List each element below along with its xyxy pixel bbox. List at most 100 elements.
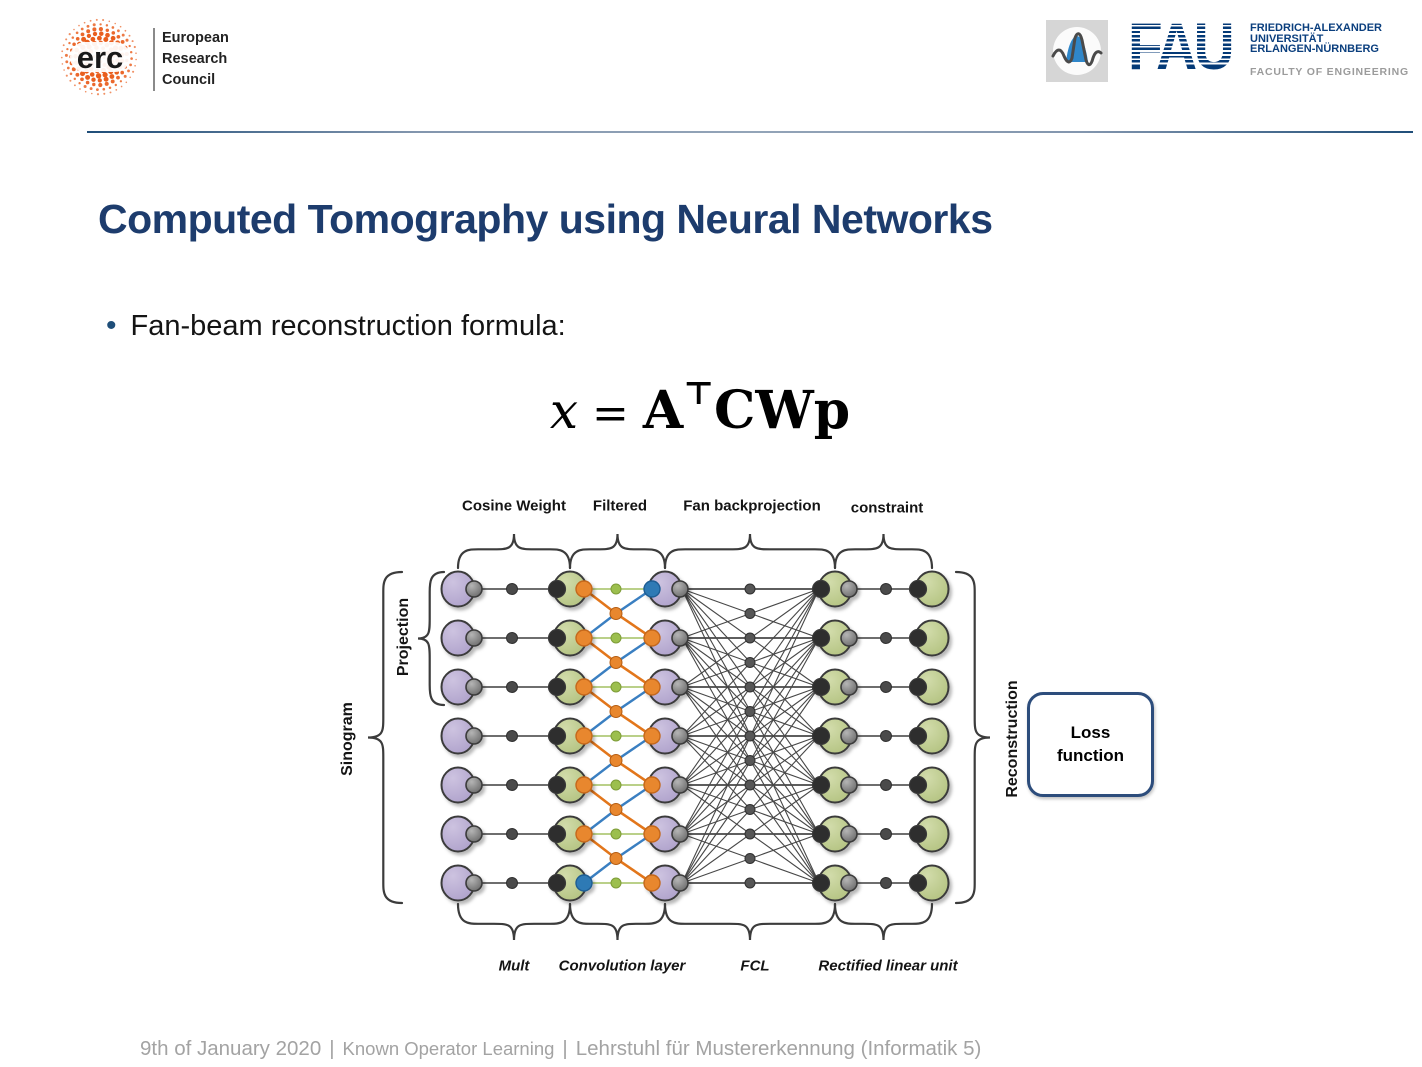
- backprojection-node: [817, 717, 853, 755]
- conv-source-dot: [575, 629, 593, 647]
- conv-source-dot: [575, 727, 593, 745]
- erc-dot: [116, 75, 120, 80]
- erc-dot: [127, 69, 130, 73]
- attach-black: [908, 873, 928, 893]
- conv-link-up: [582, 636, 654, 689]
- conv-source-dot: [575, 678, 593, 696]
- fcl-link: [681, 588, 820, 786]
- backprojection-node: [817, 570, 853, 608]
- erc-dot: [103, 37, 109, 42]
- attach-black: [908, 726, 928, 746]
- erc-dot: [79, 88, 81, 90]
- fcl-link: [681, 784, 820, 835]
- footer-date: 9th of January 2020: [140, 1037, 322, 1060]
- bottom-brace-3: [833, 902, 934, 941]
- erc-dot: [80, 27, 84, 31]
- conv-link-down: [582, 734, 654, 787]
- attach-gray: [840, 874, 858, 892]
- attach-gray: [840, 727, 858, 745]
- attach-black: [547, 726, 567, 746]
- footer-institute: Lehrstuhl für Mustererkennung (Informati…: [575, 1037, 982, 1060]
- conv-sink-dot: [643, 678, 661, 696]
- erc-dot: [75, 31, 79, 35]
- conv-mid-dot: [609, 803, 623, 816]
- fcl-link: [681, 637, 820, 786]
- formula-operator-A: A: [642, 380, 684, 441]
- input-node: [440, 864, 476, 902]
- footer-separator: |: [329, 1037, 335, 1060]
- attach-black: [908, 579, 928, 599]
- erc-dot: [105, 32, 110, 38]
- page-title: Computed Tomography using Neural Network…: [98, 196, 993, 242]
- fcl-link: [681, 588, 820, 884]
- erc-dot: [104, 81, 109, 86]
- attach-black: [908, 824, 928, 844]
- bullet-text: Fan-beam reconstruction formula:: [130, 310, 566, 342]
- fcl-link: [681, 588, 820, 688]
- attach-gray: [465, 727, 483, 745]
- erc-dot: [115, 89, 118, 91]
- filtered-node: [647, 619, 683, 657]
- erc-dot: [86, 24, 90, 28]
- erc-line: European: [162, 30, 229, 46]
- erc-dot: [97, 78, 102, 83]
- fcl-link: [681, 784, 820, 884]
- filtered-node: [647, 717, 683, 755]
- attach-gray: [671, 629, 689, 647]
- filtered-node: [647, 766, 683, 804]
- input-node: [440, 766, 476, 804]
- fau-logo: FAU FRIEDRICH-ALEXANDER UNIVERSITÄT ERLA…: [1128, 9, 1418, 94]
- conv-link-down: [582, 685, 654, 738]
- erc-dot: [91, 77, 96, 82]
- erc-dot: [85, 74, 91, 80]
- erc-dot: [68, 41, 71, 45]
- erc-dot: [80, 77, 84, 82]
- bottom-brace-1: [568, 902, 667, 941]
- side-label-projection: Projection: [395, 597, 412, 677]
- top-brace-2: [663, 533, 837, 570]
- attach-gray: [671, 580, 689, 598]
- reconstruction-formula: x=A⊤CWp: [430, 374, 970, 441]
- erc-dot: [129, 50, 133, 54]
- fcl-weight-dot: [744, 804, 756, 815]
- bottom-brace-0: [456, 902, 572, 941]
- erc-dot: [120, 39, 125, 44]
- conv-link-up: [582, 685, 654, 738]
- fcl-weight-dot: [744, 608, 756, 619]
- conv-sink-dot: [643, 874, 661, 892]
- erc-dot: [83, 84, 87, 89]
- fcl-link: [681, 637, 820, 884]
- fcl-link: [681, 637, 820, 737]
- erc-dot: [96, 35, 102, 41]
- input-node: [440, 619, 476, 657]
- attach-gray: [671, 727, 689, 745]
- erc-dot: [119, 80, 123, 83]
- fcl-link: [681, 735, 820, 884]
- erc-dot: [102, 87, 106, 91]
- fau-acronym: FAU: [1128, 9, 1235, 83]
- fcl-link: [681, 686, 820, 835]
- attach-gray: [840, 776, 858, 794]
- footer-course: Known Operator Learning: [342, 1038, 555, 1059]
- erc-dot: [131, 40, 134, 43]
- conv-sink-dot: [643, 825, 661, 843]
- conv-source-dot: [575, 874, 593, 892]
- attach-gray: [671, 825, 689, 843]
- erc-wordmark: European Research Council: [153, 28, 229, 91]
- mult-weight-dot: [506, 583, 518, 595]
- mult-weight-dot: [506, 632, 518, 644]
- cosine-node: [552, 717, 588, 755]
- erc-dot: [73, 28, 75, 31]
- conv-center-dot: [610, 877, 622, 889]
- erc-dot: [80, 32, 85, 37]
- erc-dot: [71, 36, 75, 39]
- attach-gray: [840, 629, 858, 647]
- erc-dot: [96, 93, 100, 96]
- layer-label-constraint: constraint: [850, 499, 924, 517]
- attach-black: [547, 579, 567, 599]
- erc-dot: [111, 26, 115, 29]
- erc-dot: [117, 29, 120, 33]
- fcl-link: [681, 686, 820, 884]
- fcl-link: [681, 637, 820, 884]
- fcl-links: [681, 588, 820, 884]
